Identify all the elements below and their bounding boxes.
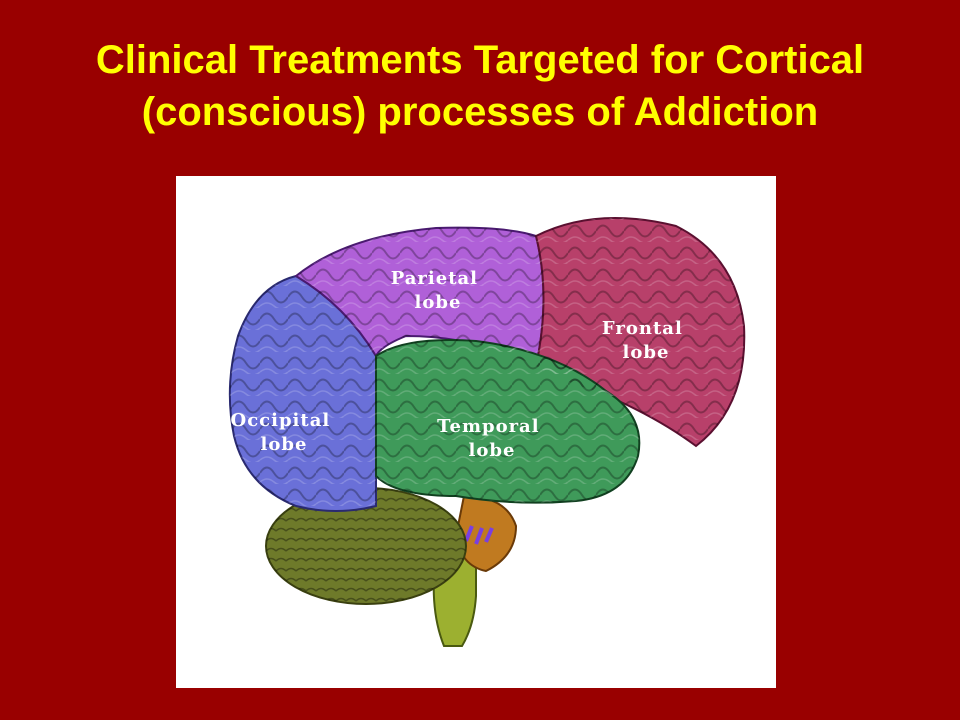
parietal-label: Parietal lobe	[391, 268, 486, 313]
slide-title: Clinical Treatments Targeted for Cortica…	[0, 34, 960, 138]
pons	[454, 494, 518, 573]
temporal-label: Temporal lobe	[437, 416, 547, 461]
occipital-label: Occipital lobe	[231, 410, 338, 455]
title-line-1: Clinical Treatments Targeted for Cortica…	[95, 38, 865, 82]
title-line-2: (conscious) processes of Addiction	[141, 90, 819, 134]
frontal-label: Frontal lobe	[602, 318, 690, 363]
brain-diagram: Parietal lobe Frontal lobe Occipital lob…	[176, 176, 776, 688]
brain-illustration: Parietal lobe Frontal lobe Occipital lob…	[228, 217, 746, 647]
